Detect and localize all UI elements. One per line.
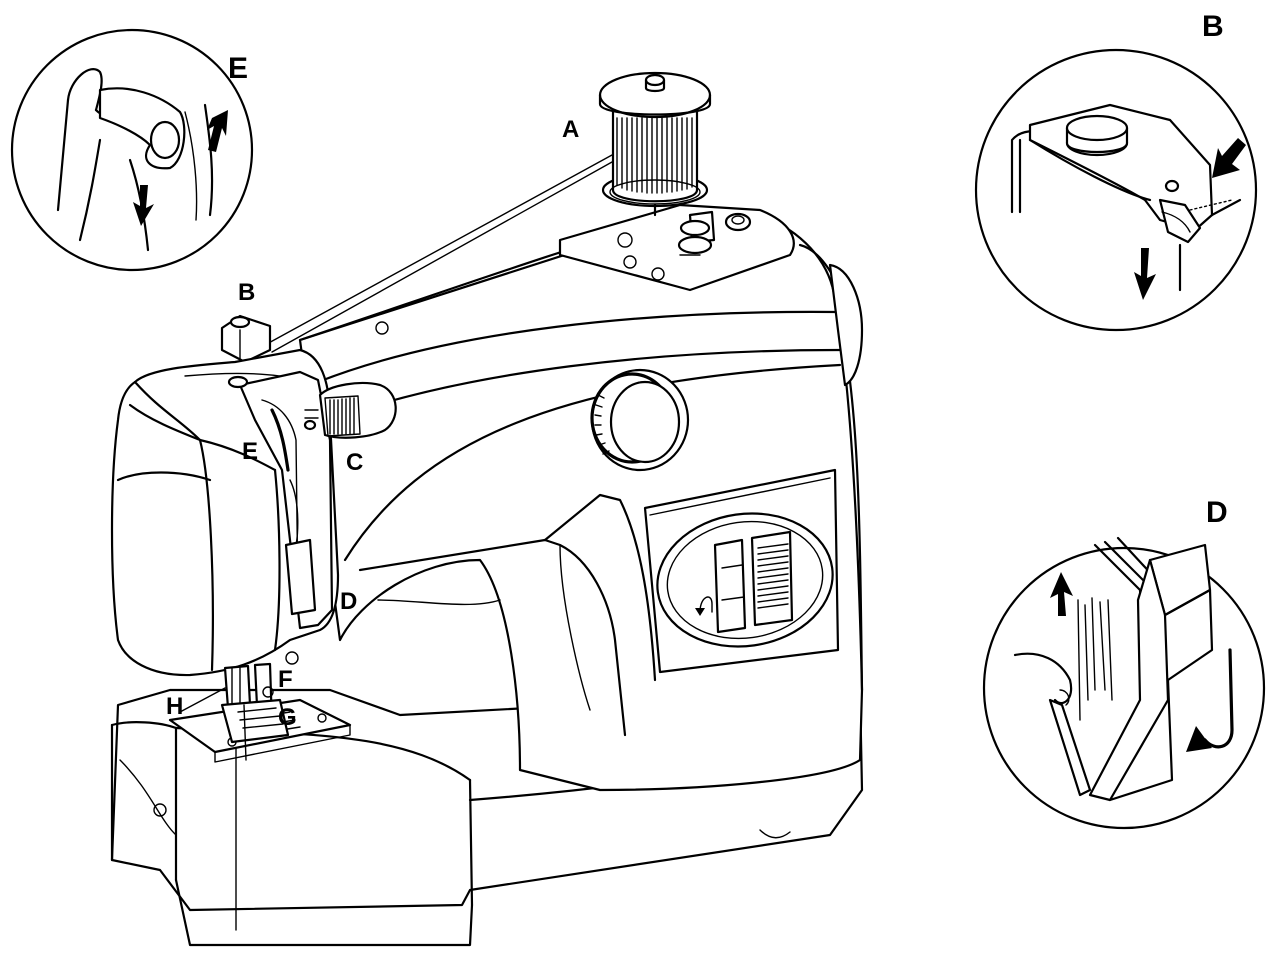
spool-windings bbox=[616, 117, 693, 194]
inset-e: E bbox=[10, 28, 254, 272]
bobbin-winder bbox=[318, 381, 397, 439]
main-labels: A B C D E F G H bbox=[166, 116, 579, 731]
inset-d-label: D bbox=[1206, 496, 1228, 529]
label-e: E bbox=[242, 438, 258, 465]
inset-b: B bbox=[974, 10, 1258, 332]
thread-guide-b bbox=[220, 314, 272, 364]
label-a: A bbox=[562, 116, 579, 143]
arrow-down-icon bbox=[1134, 248, 1156, 300]
label-f: F bbox=[278, 666, 293, 693]
sewing-machine bbox=[110, 71, 864, 947]
hook-arrow-icon bbox=[1203, 648, 1234, 749]
face-plate bbox=[110, 348, 340, 677]
label-b: B bbox=[238, 279, 255, 306]
thread-path-upper bbox=[264, 154, 613, 353]
label-g: G bbox=[278, 704, 297, 731]
top-thread-guides bbox=[677, 210, 752, 256]
dial-ridges bbox=[757, 543, 789, 609]
inset-b-label: B bbox=[1202, 10, 1224, 43]
reverse-arrow-symbol bbox=[699, 596, 713, 613]
label-c: C bbox=[346, 449, 363, 476]
arrow-up-icon bbox=[1050, 572, 1073, 616]
label-h: H bbox=[166, 693, 183, 720]
machine-body bbox=[298, 203, 864, 792]
arrow-up-icon bbox=[207, 110, 228, 152]
inset-e-label: E bbox=[228, 52, 248, 85]
needle-assembly bbox=[179, 651, 299, 761]
inset-d: D bbox=[982, 496, 1266, 830]
arrow-down-icon bbox=[133, 185, 154, 226]
label-d: D bbox=[340, 588, 357, 615]
arrow-diagonal-icon bbox=[1212, 138, 1246, 178]
pattern-knob bbox=[590, 368, 690, 472]
thread-spool bbox=[598, 71, 712, 217]
